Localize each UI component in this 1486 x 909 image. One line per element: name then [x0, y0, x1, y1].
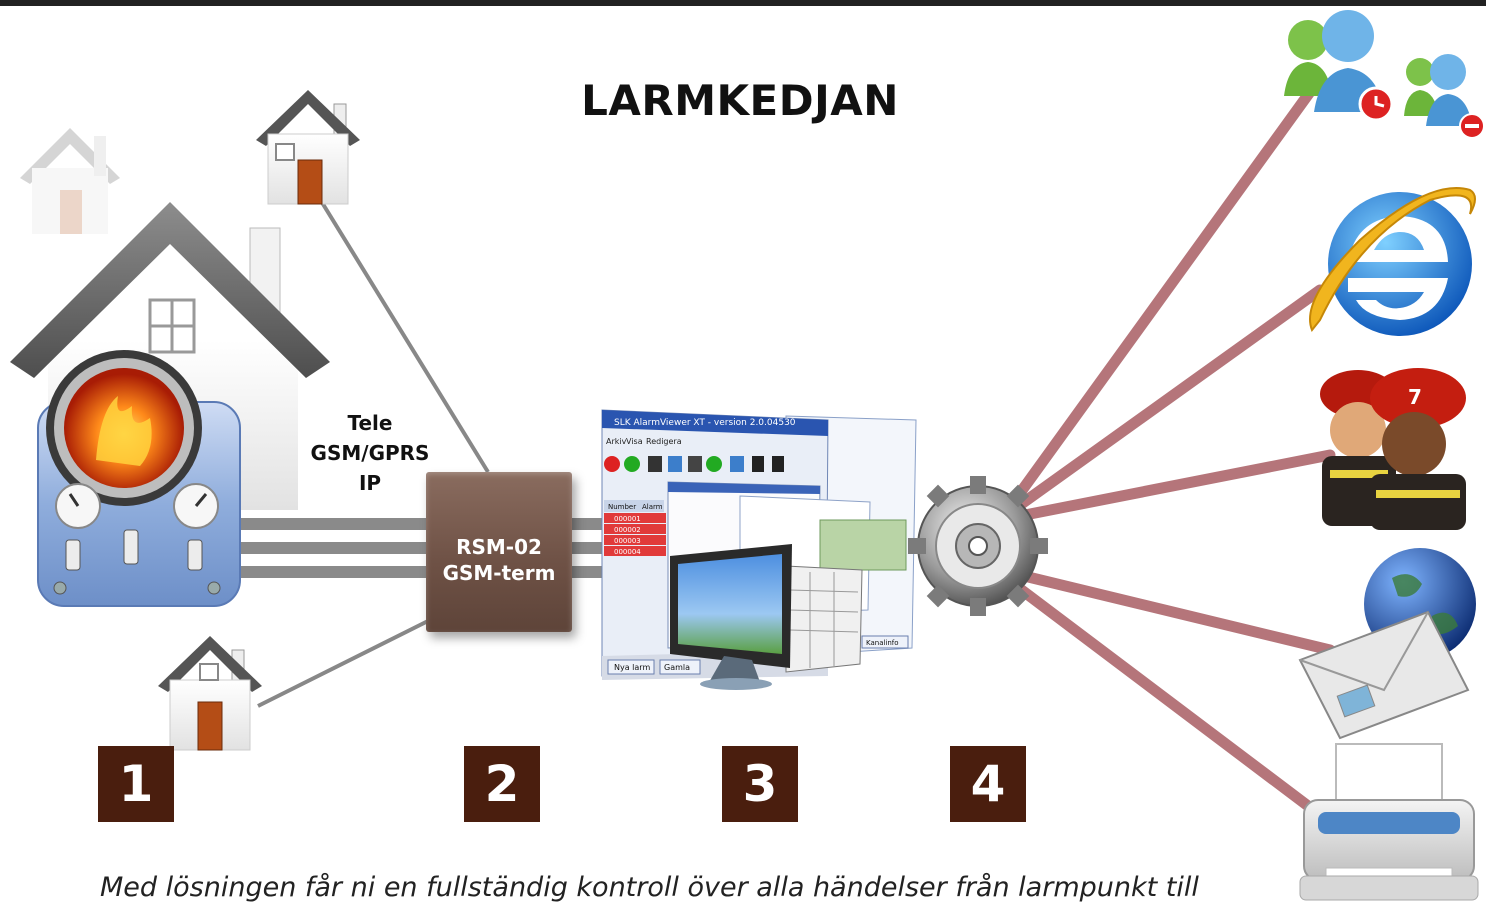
small-house-icon-top	[256, 90, 360, 205]
app-col-alarm: Alarm	[642, 503, 663, 511]
app-col-number: Number	[608, 503, 636, 511]
top-bar	[0, 0, 1486, 6]
firefighters-icon: 7	[1320, 368, 1466, 530]
app-menu-arkiv: Arkiv	[606, 437, 627, 446]
step-number-3: 3	[722, 746, 798, 822]
app-toolbar	[604, 456, 784, 472]
app-menu-redigera: Redigera	[646, 437, 682, 446]
app-row-1: 000001	[614, 515, 641, 523]
helmet-number: 7	[1408, 385, 1422, 409]
step-number-1: 1	[98, 746, 174, 822]
connection-type-ip: IP	[358, 471, 382, 495]
app-btn-nya-larm: Nya larm	[614, 663, 650, 672]
rsm-terminal-box: RSM-02 GSM-term	[426, 472, 572, 632]
email-icon	[1298, 548, 1476, 740]
diagram-title: LARMKEDJAN	[581, 76, 899, 125]
small-house-icon-bottom	[158, 636, 262, 751]
step-number-4: 4	[950, 746, 1026, 822]
app-row-2: 000002	[614, 526, 641, 534]
app-btn-kanalinfo: Kanalinfo	[866, 639, 899, 647]
rsm-type: GSM-term	[442, 561, 556, 585]
gear-icon	[908, 476, 1048, 616]
app-title: SLK AlarmViewer XT - version 2.0.04530	[614, 418, 796, 428]
users-icon	[1284, 10, 1485, 139]
connection-type-gsm-gprs: GSM/GPRS	[310, 441, 430, 465]
caption-text: Med lösningen får ni en fullständig kont…	[100, 872, 1199, 903]
app-btn-gamla: Gamla	[664, 663, 690, 672]
app-menu-visa: Visa	[626, 437, 643, 446]
internet-explorer-icon	[1309, 187, 1476, 336]
app-row-4: 000004	[614, 548, 641, 556]
rsm-terminal-label: RSM-02 GSM-term	[426, 534, 572, 586]
input-lines	[257, 194, 490, 708]
step-number-2: 2	[464, 746, 540, 822]
app-row-3: 000003	[614, 537, 641, 545]
house-fire-icon	[10, 202, 330, 607]
connection-type-tele: Tele	[347, 411, 393, 435]
printer-icon	[1299, 743, 1479, 901]
monitor-icon	[670, 544, 792, 690]
connection-types-label: Tele GSM/GPRS IP	[290, 408, 450, 498]
faded-house-icon	[20, 128, 120, 234]
output-lines	[1009, 86, 1336, 821]
rsm-model: RSM-02	[456, 535, 542, 559]
